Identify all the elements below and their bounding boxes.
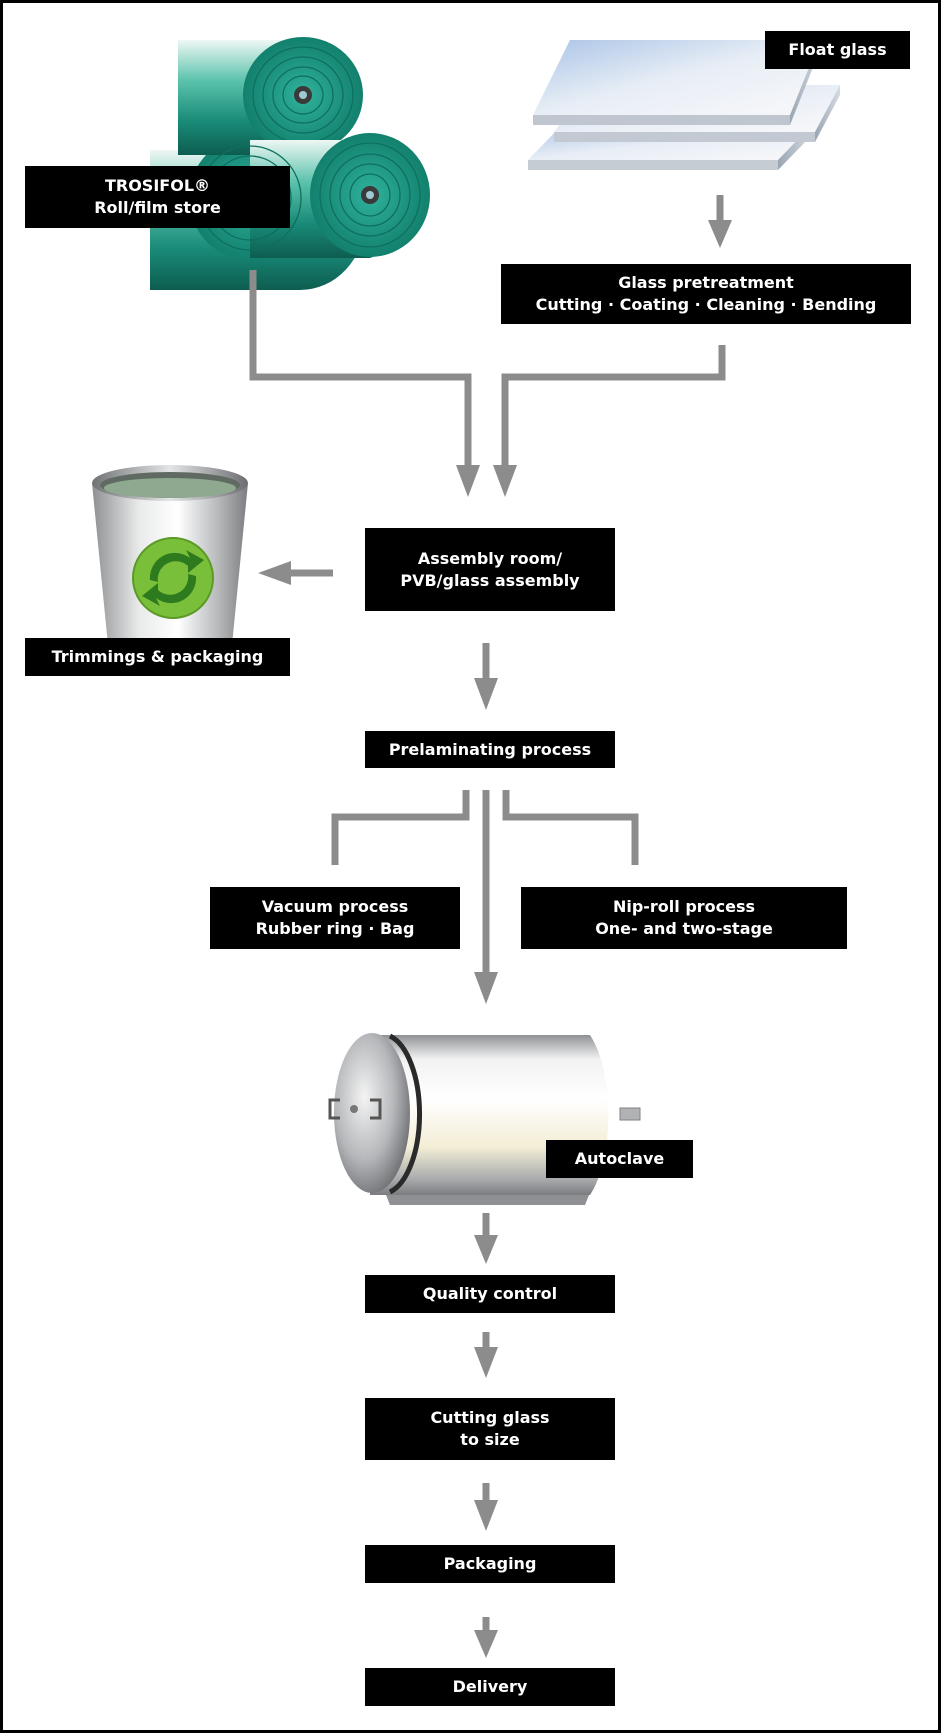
- connector-pretreatment-to-assembly: [501, 345, 726, 470]
- connector-prelam-to-vacuum: [331, 790, 470, 865]
- label-delivery: Delivery: [365, 1668, 615, 1706]
- arrowhead: [493, 465, 517, 497]
- label-line: to size: [460, 1430, 520, 1449]
- label-cutting-glass: Cutting glass to size: [365, 1398, 615, 1460]
- label-trimmings-packaging: Trimmings & packaging: [25, 638, 290, 676]
- label-line: Glass pretreatment: [618, 273, 794, 292]
- label-assembly-room: Assembly room/ PVB/glass assembly: [365, 528, 615, 611]
- arrowhead: [456, 465, 480, 497]
- label-line: Prelaminating process: [388, 739, 592, 759]
- label-line: Trimmings & packaging: [51, 647, 264, 666]
- label-line: Roll/film store: [94, 198, 221, 217]
- label-glass-pretreatment: Glass pretreatment Cutting · Coating · C…: [501, 264, 911, 324]
- connector-rolls-to-assembly: [249, 270, 472, 470]
- arrowhead: [474, 1235, 498, 1264]
- flow-arrowheads: [258, 220, 732, 1658]
- label-line: Cutting · Coating · Cleaning · Bending: [535, 295, 877, 314]
- label-line: PVB/glass assembly: [400, 570, 580, 590]
- label-line: Vacuum process: [261, 897, 409, 916]
- arrowhead: [258, 561, 291, 585]
- autoclave-tank-icon: [328, 1033, 641, 1205]
- connector-prelam-to-niproll: [502, 790, 639, 865]
- label-line: Autoclave: [574, 1149, 665, 1168]
- label-float-glass: Float glass: [765, 31, 910, 69]
- label-vacuum-process: Vacuum process Rubber ring · Bag: [210, 887, 460, 949]
- arrowhead: [708, 220, 732, 248]
- label-prelaminating-process: Prelaminating process: [365, 731, 615, 768]
- label-autoclave: Autoclave: [546, 1140, 693, 1178]
- recycling-bin-icon: [92, 465, 248, 645]
- float-glass-panes-icon: [528, 40, 840, 170]
- label-line: TROSIFOL®: [104, 176, 211, 195]
- label-line: Rubber ring · Bag: [255, 919, 415, 938]
- arrowhead: [474, 1347, 498, 1378]
- label-packaging: Packaging: [365, 1545, 615, 1583]
- arrowhead: [474, 1630, 498, 1658]
- label-nip-roll-process: Nip-roll process One- and two-stage: [521, 887, 847, 949]
- label-line: Nip-roll process: [612, 897, 756, 916]
- label-roll-film-store: TROSIFOL® Roll/film store: [25, 166, 290, 228]
- label-line: Cutting glass: [430, 1408, 550, 1427]
- label-line: One- and two-stage: [595, 919, 773, 938]
- label-line: Delivery: [452, 1677, 528, 1696]
- label-line: Packaging: [443, 1554, 537, 1573]
- arrowhead: [474, 678, 498, 710]
- label-line: Float glass: [788, 40, 887, 59]
- label-line: Quality control: [422, 1284, 558, 1303]
- film-rolls-icon: [150, 37, 430, 290]
- arrowhead: [474, 972, 498, 1004]
- label-line: Assembly room/: [417, 548, 563, 568]
- arrowhead: [474, 1500, 498, 1531]
- label-quality-control: Quality control: [365, 1275, 615, 1313]
